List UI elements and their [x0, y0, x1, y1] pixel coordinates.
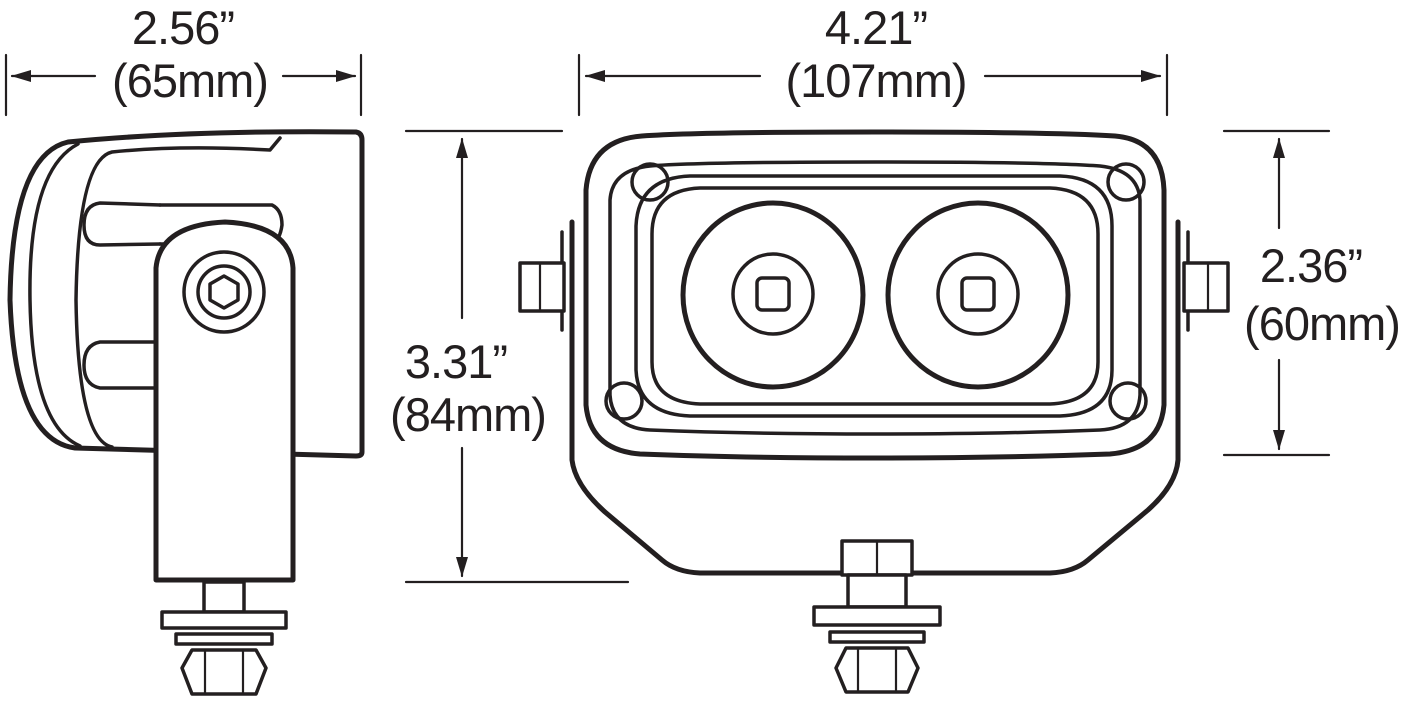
side-bracket [153, 219, 296, 696]
housing-inner-contour [74, 136, 282, 449]
led-collar-right [936, 252, 1020, 336]
u-bracket [569, 219, 1181, 576]
washer [160, 610, 288, 630]
led-chip-left [755, 276, 791, 312]
lock-washer [174, 632, 274, 646]
front-width-mm: (107mm) [785, 54, 966, 107]
led-optic-left [680, 200, 866, 390]
cooling-fin-top [82, 201, 162, 247]
screw-bottom-left [604, 381, 644, 421]
side-width-inches: 2.56” [132, 1, 234, 54]
side-width-mm: (65mm) [112, 54, 268, 107]
overall-height-inches: 3.31” [405, 335, 507, 388]
bracket-pivot-bolt [196, 264, 252, 320]
hex-nut [180, 648, 268, 696]
front-view: 4.21” (107mm) [518, 1, 1230, 694]
side-knob-left [518, 261, 566, 313]
hex-socket-icon [208, 274, 240, 310]
bolt-shank [202, 580, 246, 614]
lens-bezel-outer [634, 174, 1114, 418]
housing-height-dimension: 2.36” (60mm) [1222, 129, 1401, 457]
front-width-inches: 4.21” [825, 1, 927, 54]
housing-inner-border [608, 160, 1142, 436]
bracket-pivot-ring [182, 250, 266, 334]
hex-nut [834, 646, 920, 694]
lock-washer [828, 630, 926, 644]
front-mount-hardware [812, 539, 942, 694]
side-width-dimension: 2.56” (65mm) [4, 1, 363, 117]
washer [812, 605, 942, 627]
front-bracket [518, 219, 1230, 576]
led-collar-left [731, 252, 815, 336]
overall-height-mm: (84mm) [390, 388, 546, 441]
led-optic-right [885, 200, 1071, 390]
led-chip-right [960, 276, 996, 312]
housing-height-inches: 2.36” [1260, 239, 1362, 292]
screw-top-left [630, 162, 670, 202]
housing-height-mm: (60mm) [1244, 297, 1400, 350]
cooling-fin-bottom [82, 340, 162, 390]
overall-height-dimension: 3.31” (84mm) [390, 129, 630, 584]
front-width-dimension: 4.21” (107mm) [577, 1, 1169, 117]
side-knob-right [1182, 261, 1230, 313]
screw-top-right [1106, 162, 1146, 202]
lens-rim [28, 142, 82, 448]
lens-bezel-inner [650, 186, 1100, 406]
screw-bottom-right [1108, 381, 1148, 421]
bolt-shank [846, 573, 908, 609]
front-housing [583, 129, 1167, 461]
side-housing [7, 129, 365, 459]
housing-outline [583, 129, 1167, 461]
housing-outline [7, 129, 365, 459]
side-view: 2.56” (65mm) [4, 1, 365, 696]
